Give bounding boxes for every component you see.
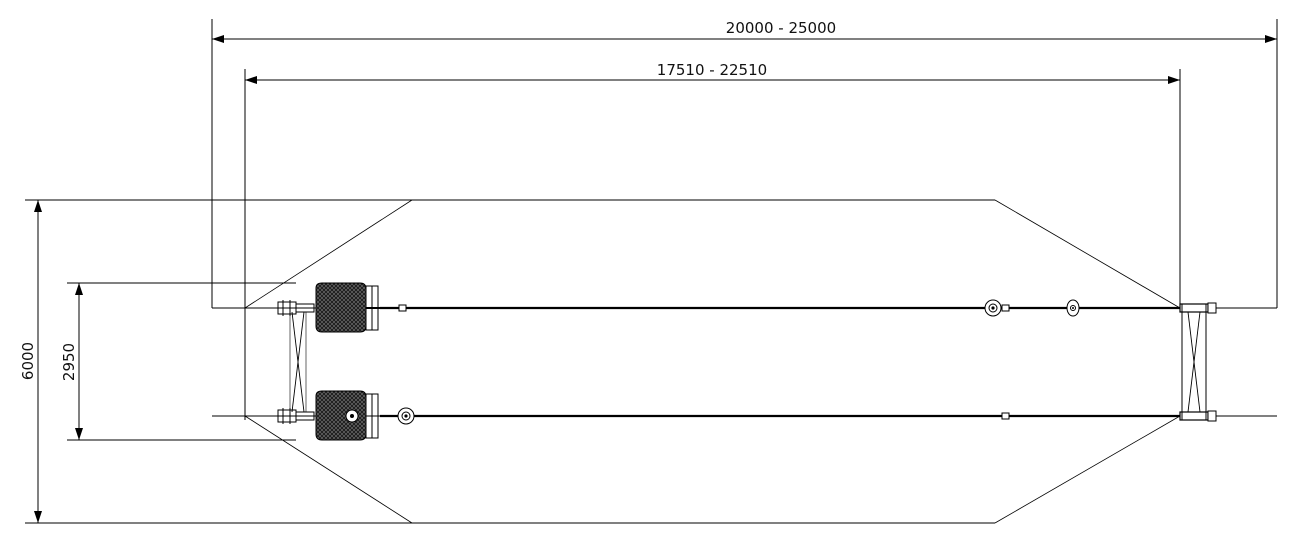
cable-hardware: [984, 299, 1080, 420]
connector-icon: [1001, 304, 1010, 312]
dimension-rail-length: 17510 - 22510: [244, 61, 1181, 420]
clamp-top-icon: [277, 300, 315, 316]
pulley-icon: [984, 299, 1002, 317]
seat-bottom-icon: [315, 390, 379, 441]
clamp-bottom-icon: [277, 408, 315, 424]
overall-length-label: 20000 - 25000: [726, 19, 836, 37]
zone-edge-top-right: [994, 199, 1181, 309]
zone-edge-bottom-left: [244, 415, 413, 524]
dimension-overall-width: 6000: [19, 199, 995, 524]
connector-icon: [1001, 412, 1010, 420]
end-station: [1179, 302, 1217, 422]
pulley-icon: [1066, 299, 1080, 317]
track-width-label: 2950: [60, 343, 78, 381]
dimension-overall-length: 20000 - 25000: [211, 19, 1278, 308]
safety-zone-outline: [244, 199, 1181, 524]
x-brace-icon: [289, 311, 307, 413]
dimension-track-width: 2950: [60, 282, 296, 441]
seat-top-icon: [315, 282, 407, 333]
zone-edge-bottom-right: [994, 415, 1181, 524]
zone-edge-top-left: [244, 199, 413, 309]
rail-length-label: 17510 - 22510: [657, 61, 767, 79]
overall-width-label: 6000: [19, 342, 37, 380]
pulley-icon: [397, 407, 415, 425]
x-brace-icon: [1187, 311, 1201, 413]
start-station: [277, 282, 415, 441]
